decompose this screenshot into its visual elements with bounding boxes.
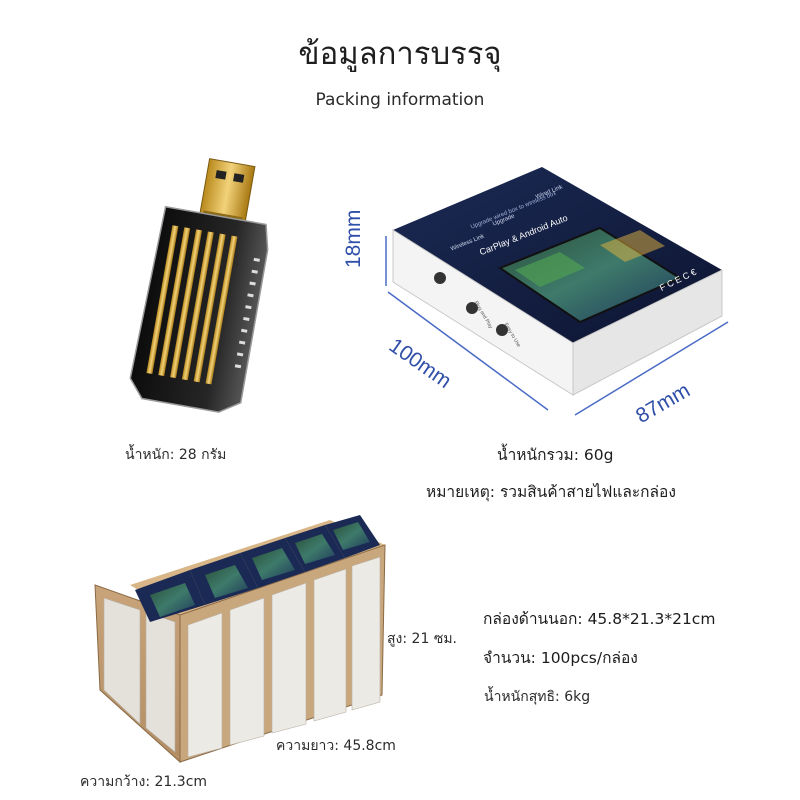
carton-quantity: จำนวน: 100pcs/กล่อง [483,649,638,667]
page-title: ข้อมูลการบรรจุ [298,36,502,72]
dim-height-label: 18mm [342,209,365,268]
device-weight-label: น้ำหนัก: 28 กรัม [125,447,227,463]
carton-net-weight: น้ำหนักสุทธิ: 6kg [484,689,591,705]
dim-length-label: 100mm [384,334,456,394]
side-text-plug: Plug and Play [472,300,494,330]
cert-marks: F C E C € [658,266,698,293]
carton-width-label: ความกว้าง: 21.3cm [80,774,208,790]
carton-height-label: สูง: 21 ซม. [387,631,457,647]
side-text-easy: Easy to Use [502,322,522,349]
page-subtitle: Packing information [315,90,485,110]
package-note: หมายเหตุ: รวมสินค้าสายไฟและกล่อง [426,483,676,501]
dim-width-label: 87mm [632,378,695,428]
total-weight-label: น้ำหนักรวม: 60g [497,446,614,464]
outer-box-size: กล่องด้านนอก: 45.8*21.3*21cm [483,610,716,628]
carton-length-label: ความยาว: 45.8cm [276,738,396,754]
